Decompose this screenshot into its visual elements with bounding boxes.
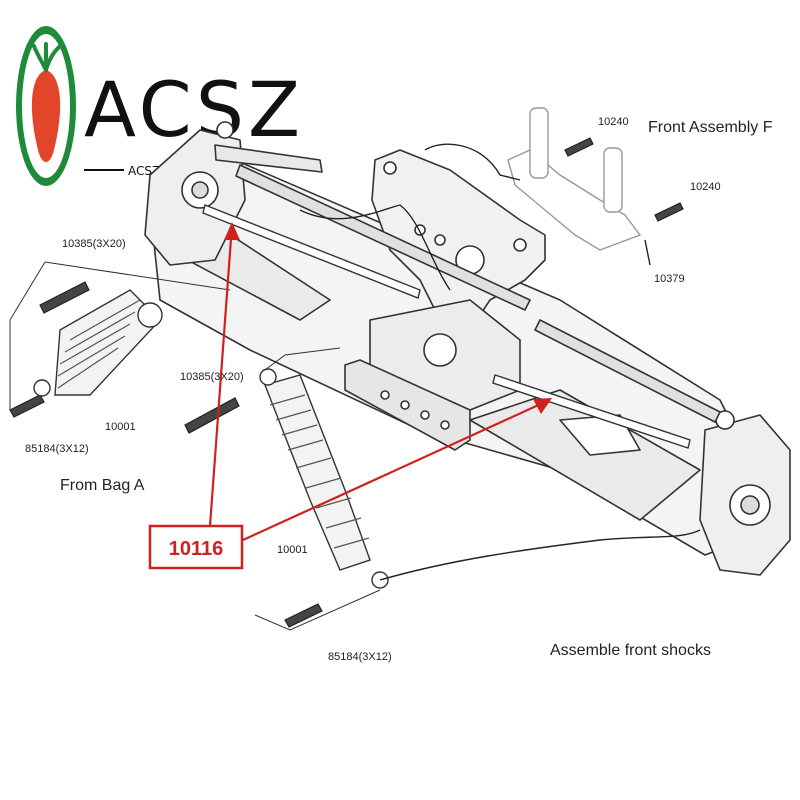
bar-hole-3 bbox=[420, 410, 430, 420]
callout-box bbox=[148, 524, 244, 570]
bar-hole-4 bbox=[440, 420, 450, 430]
callout-arrow-left-line bbox=[208, 224, 234, 527]
ball-end-top-left bbox=[216, 121, 234, 139]
label-10240-top: 10240 bbox=[598, 116, 629, 128]
bracket-mid-top bbox=[264, 347, 341, 371]
upper-link-left bbox=[214, 144, 323, 173]
leader-lines bbox=[299, 143, 701, 581]
label-10385-mid: 10385(3X20) bbox=[180, 371, 244, 383]
bracket-mid-bottom bbox=[254, 589, 381, 631]
leader-shock-bottom bbox=[379, 529, 701, 581]
callout-10116: 10116 bbox=[148, 222, 552, 570]
lower-arm-right bbox=[469, 389, 701, 521]
shock-left-cap bbox=[137, 302, 163, 328]
shock-mid-spring bbox=[269, 394, 370, 549]
shock-mid-eye-top bbox=[259, 368, 277, 386]
body-post-left bbox=[529, 107, 549, 179]
screws bbox=[9, 137, 684, 628]
label-10385-left: 10385(3X20) bbox=[62, 238, 126, 250]
label-85184-left: 85184(3X12) bbox=[25, 443, 89, 455]
hub-right-center bbox=[740, 495, 760, 515]
shock-left-body bbox=[54, 289, 161, 396]
screw-10385-mid bbox=[184, 397, 240, 434]
carrot-icon bbox=[31, 70, 61, 162]
bracket-left-top bbox=[44, 261, 231, 291]
callout-arrow-right-head bbox=[533, 398, 552, 414]
carrot-leaves-icon bbox=[32, 42, 62, 72]
leader-bracket bbox=[424, 143, 521, 181]
body-post-right bbox=[603, 147, 623, 213]
tower-hole-3 bbox=[434, 234, 446, 246]
caption-from-bag: From Bag A bbox=[60, 477, 145, 494]
screw-10240-top bbox=[564, 137, 594, 157]
screw-85184-left bbox=[9, 394, 45, 418]
shock-left-spring bbox=[57, 299, 141, 389]
tie-rod-right bbox=[534, 319, 721, 423]
hub-left-center bbox=[191, 181, 209, 199]
screw-10240-right bbox=[654, 202, 684, 222]
bracket-lines bbox=[9, 261, 381, 631]
drive-shaft-right bbox=[492, 374, 691, 449]
bracket-left-outer bbox=[9, 261, 46, 321]
captions: Front Assembly F From Bag A Assemble fro… bbox=[60, 119, 773, 659]
screw-10385-left bbox=[39, 281, 90, 314]
screw-85184-bottom bbox=[284, 603, 323, 628]
drive-shafts bbox=[202, 204, 691, 449]
label-10001-left: 10001 bbox=[105, 421, 136, 433]
leader-10379 bbox=[644, 239, 651, 266]
caption-assemble-shocks: Assemble front shocks bbox=[550, 642, 711, 659]
chassis-drawing bbox=[144, 121, 791, 576]
shock-left bbox=[33, 289, 163, 397]
shock-left-eye bbox=[33, 379, 51, 397]
label-10001-mid: 10001 bbox=[277, 544, 308, 556]
body-mount-assembly bbox=[507, 107, 642, 251]
shock-mid-body bbox=[264, 374, 371, 571]
callout-arrow-left-head bbox=[224, 222, 240, 240]
label-10240-right: 10240 bbox=[690, 181, 721, 193]
tower-hole-1 bbox=[383, 161, 397, 175]
caption-front-assembly: Front Assembly F bbox=[648, 119, 773, 136]
bulkhead-gear bbox=[423, 333, 457, 367]
bar-hole-1 bbox=[380, 390, 390, 400]
part-labels: 10240 10240 10379 10385(3X20) 10385(3X20… bbox=[25, 116, 721, 663]
drive-shaft-left bbox=[202, 204, 421, 299]
bar-hole-2 bbox=[400, 400, 410, 410]
tie-rod-left bbox=[235, 164, 531, 311]
callout-label: 10116 bbox=[169, 538, 224, 560]
tower-hole-5 bbox=[513, 238, 527, 252]
label-85184-bottom: 85184(3X12) bbox=[328, 651, 392, 663]
callout-arrow-right-line bbox=[242, 400, 546, 542]
label-10379: 10379 bbox=[654, 273, 685, 285]
leader-tower bbox=[299, 204, 451, 291]
